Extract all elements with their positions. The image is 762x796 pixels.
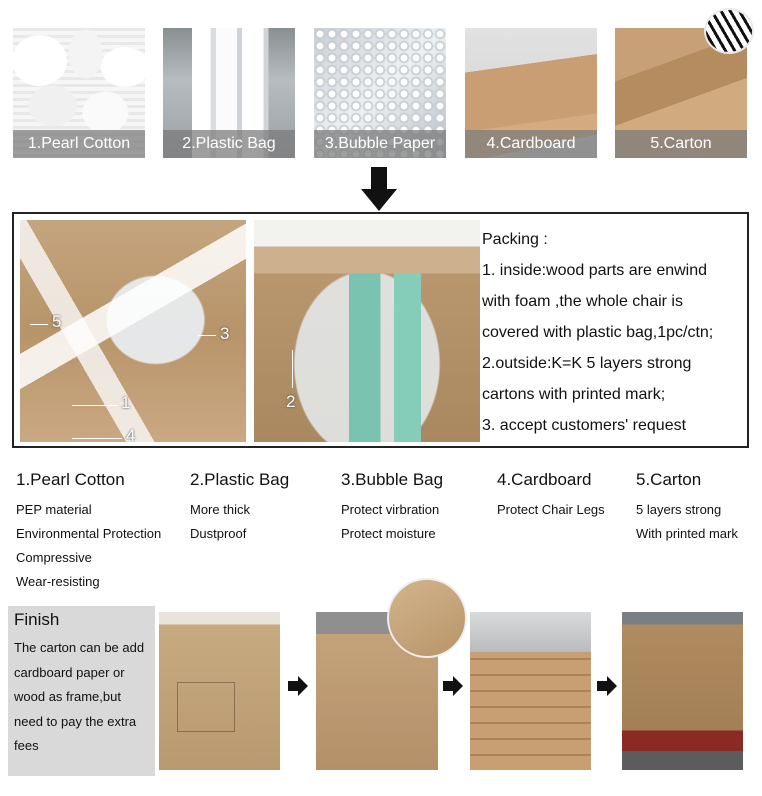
- material-feature: 5 layers strong: [636, 502, 722, 517]
- packing-line: cartons with printed mark;: [482, 386, 666, 403]
- container-loading-photo: [622, 612, 743, 770]
- packing-description: Packing : 1. inside:wood parts are enwin…: [482, 224, 744, 441]
- packing-heading: Packing :: [482, 231, 548, 248]
- material-tile-bubble-paper: 3.Bubble Paper: [314, 28, 446, 158]
- material-feature: Wear-resisting: [16, 574, 100, 589]
- material-title: 2.Plastic Bag: [190, 470, 290, 489]
- material-feature: Environmental Protection: [16, 526, 162, 541]
- arrow-down-icon: [361, 167, 397, 211]
- material-detail-cardboard: 4.Cardboard Protect Chair Legs: [497, 470, 605, 522]
- callout-number: 5: [52, 312, 62, 331]
- arrow-right-icon: [597, 676, 617, 696]
- tile-caption: 3.Bubble Paper: [314, 130, 446, 158]
- callout-number: 1: [121, 393, 131, 412]
- finish-line: fees: [14, 738, 39, 753]
- packed-chair-photo-inside: 5 3 1 4: [20, 220, 246, 442]
- tile-caption: 4.Cardboard: [465, 130, 597, 158]
- material-detail-bubble-bag: 3.Bubble Bag Protect virbration Protect …: [341, 470, 443, 546]
- callout-number: 3: [220, 324, 230, 343]
- material-tile-carton: 5.Carton: [615, 28, 747, 158]
- packing-line: 3. accept customers' request: [482, 417, 687, 434]
- material-detail-carton: 5.Carton 5 layers strong With printed ma…: [636, 470, 738, 546]
- packing-line: with foam ,the whole chair is: [482, 293, 683, 310]
- material-feature: Protect virbration: [341, 502, 440, 517]
- material-tile-plastic-bag: 2.Plastic Bag: [163, 28, 295, 158]
- material-title: 1.Pearl Cotton: [16, 470, 125, 489]
- tile-caption: 2.Plastic Bag: [163, 130, 295, 158]
- sealed-carton-photo: [159, 612, 280, 770]
- material-feature: Protect moisture: [341, 526, 436, 541]
- finish-title: Finish: [14, 610, 60, 629]
- packing-line: 1. inside:wood parts are enwind: [482, 262, 708, 279]
- material-title: 3.Bubble Bag: [341, 470, 444, 489]
- material-feature: Dustproof: [190, 526, 247, 541]
- callout-number: 2: [286, 392, 296, 411]
- material-feature: Protect Chair Legs: [497, 502, 605, 517]
- callout-number: 4: [126, 426, 136, 442]
- packing-line: covered with plastic bag,1pc/ctn;: [482, 324, 714, 341]
- material-tile-pearl-cotton: 1.Pearl Cotton: [13, 28, 145, 158]
- packed-chair-photo-carton: 2: [254, 220, 480, 442]
- packing-line: 2.outside:K=K 5 layers strong: [482, 355, 692, 372]
- material-detail-pearl-cotton: 1.Pearl Cotton PEP material Environmenta…: [16, 470, 161, 594]
- corrugated-board-inset: [704, 8, 754, 54]
- packing-panel: 5 3 1 4 2 Packing : 1. inside:wood parts…: [12, 212, 749, 448]
- material-detail-plastic-bag: 2.Plastic Bag More thick Dustproof: [190, 470, 289, 546]
- finish-note: Finish The carton can be add cardboard p…: [8, 606, 155, 776]
- material-title: 4.Cardboard: [497, 470, 592, 489]
- tile-caption: 1.Pearl Cotton: [13, 130, 145, 158]
- material-title: 5.Carton: [636, 470, 702, 489]
- carton-detail-inset: [387, 578, 467, 658]
- material-feature: PEP material: [16, 502, 92, 517]
- material-feature: With printed mark: [636, 526, 738, 541]
- material-feature: More thick: [190, 502, 250, 517]
- finish-line: cardboard paper or: [14, 664, 125, 680]
- finish-line: wood as frame,but: [14, 689, 121, 704]
- tile-caption: 5.Carton: [615, 130, 747, 158]
- material-feature: Compressive: [16, 550, 92, 565]
- finish-line: need to pay the extra: [14, 713, 137, 729]
- warehouse-stack-photo: [470, 612, 591, 770]
- arrow-right-icon: [288, 676, 308, 696]
- arrow-right-icon: [443, 676, 463, 696]
- material-tile-cardboard: 4.Cardboard: [465, 28, 597, 158]
- finish-line: The carton can be add: [14, 640, 145, 655]
